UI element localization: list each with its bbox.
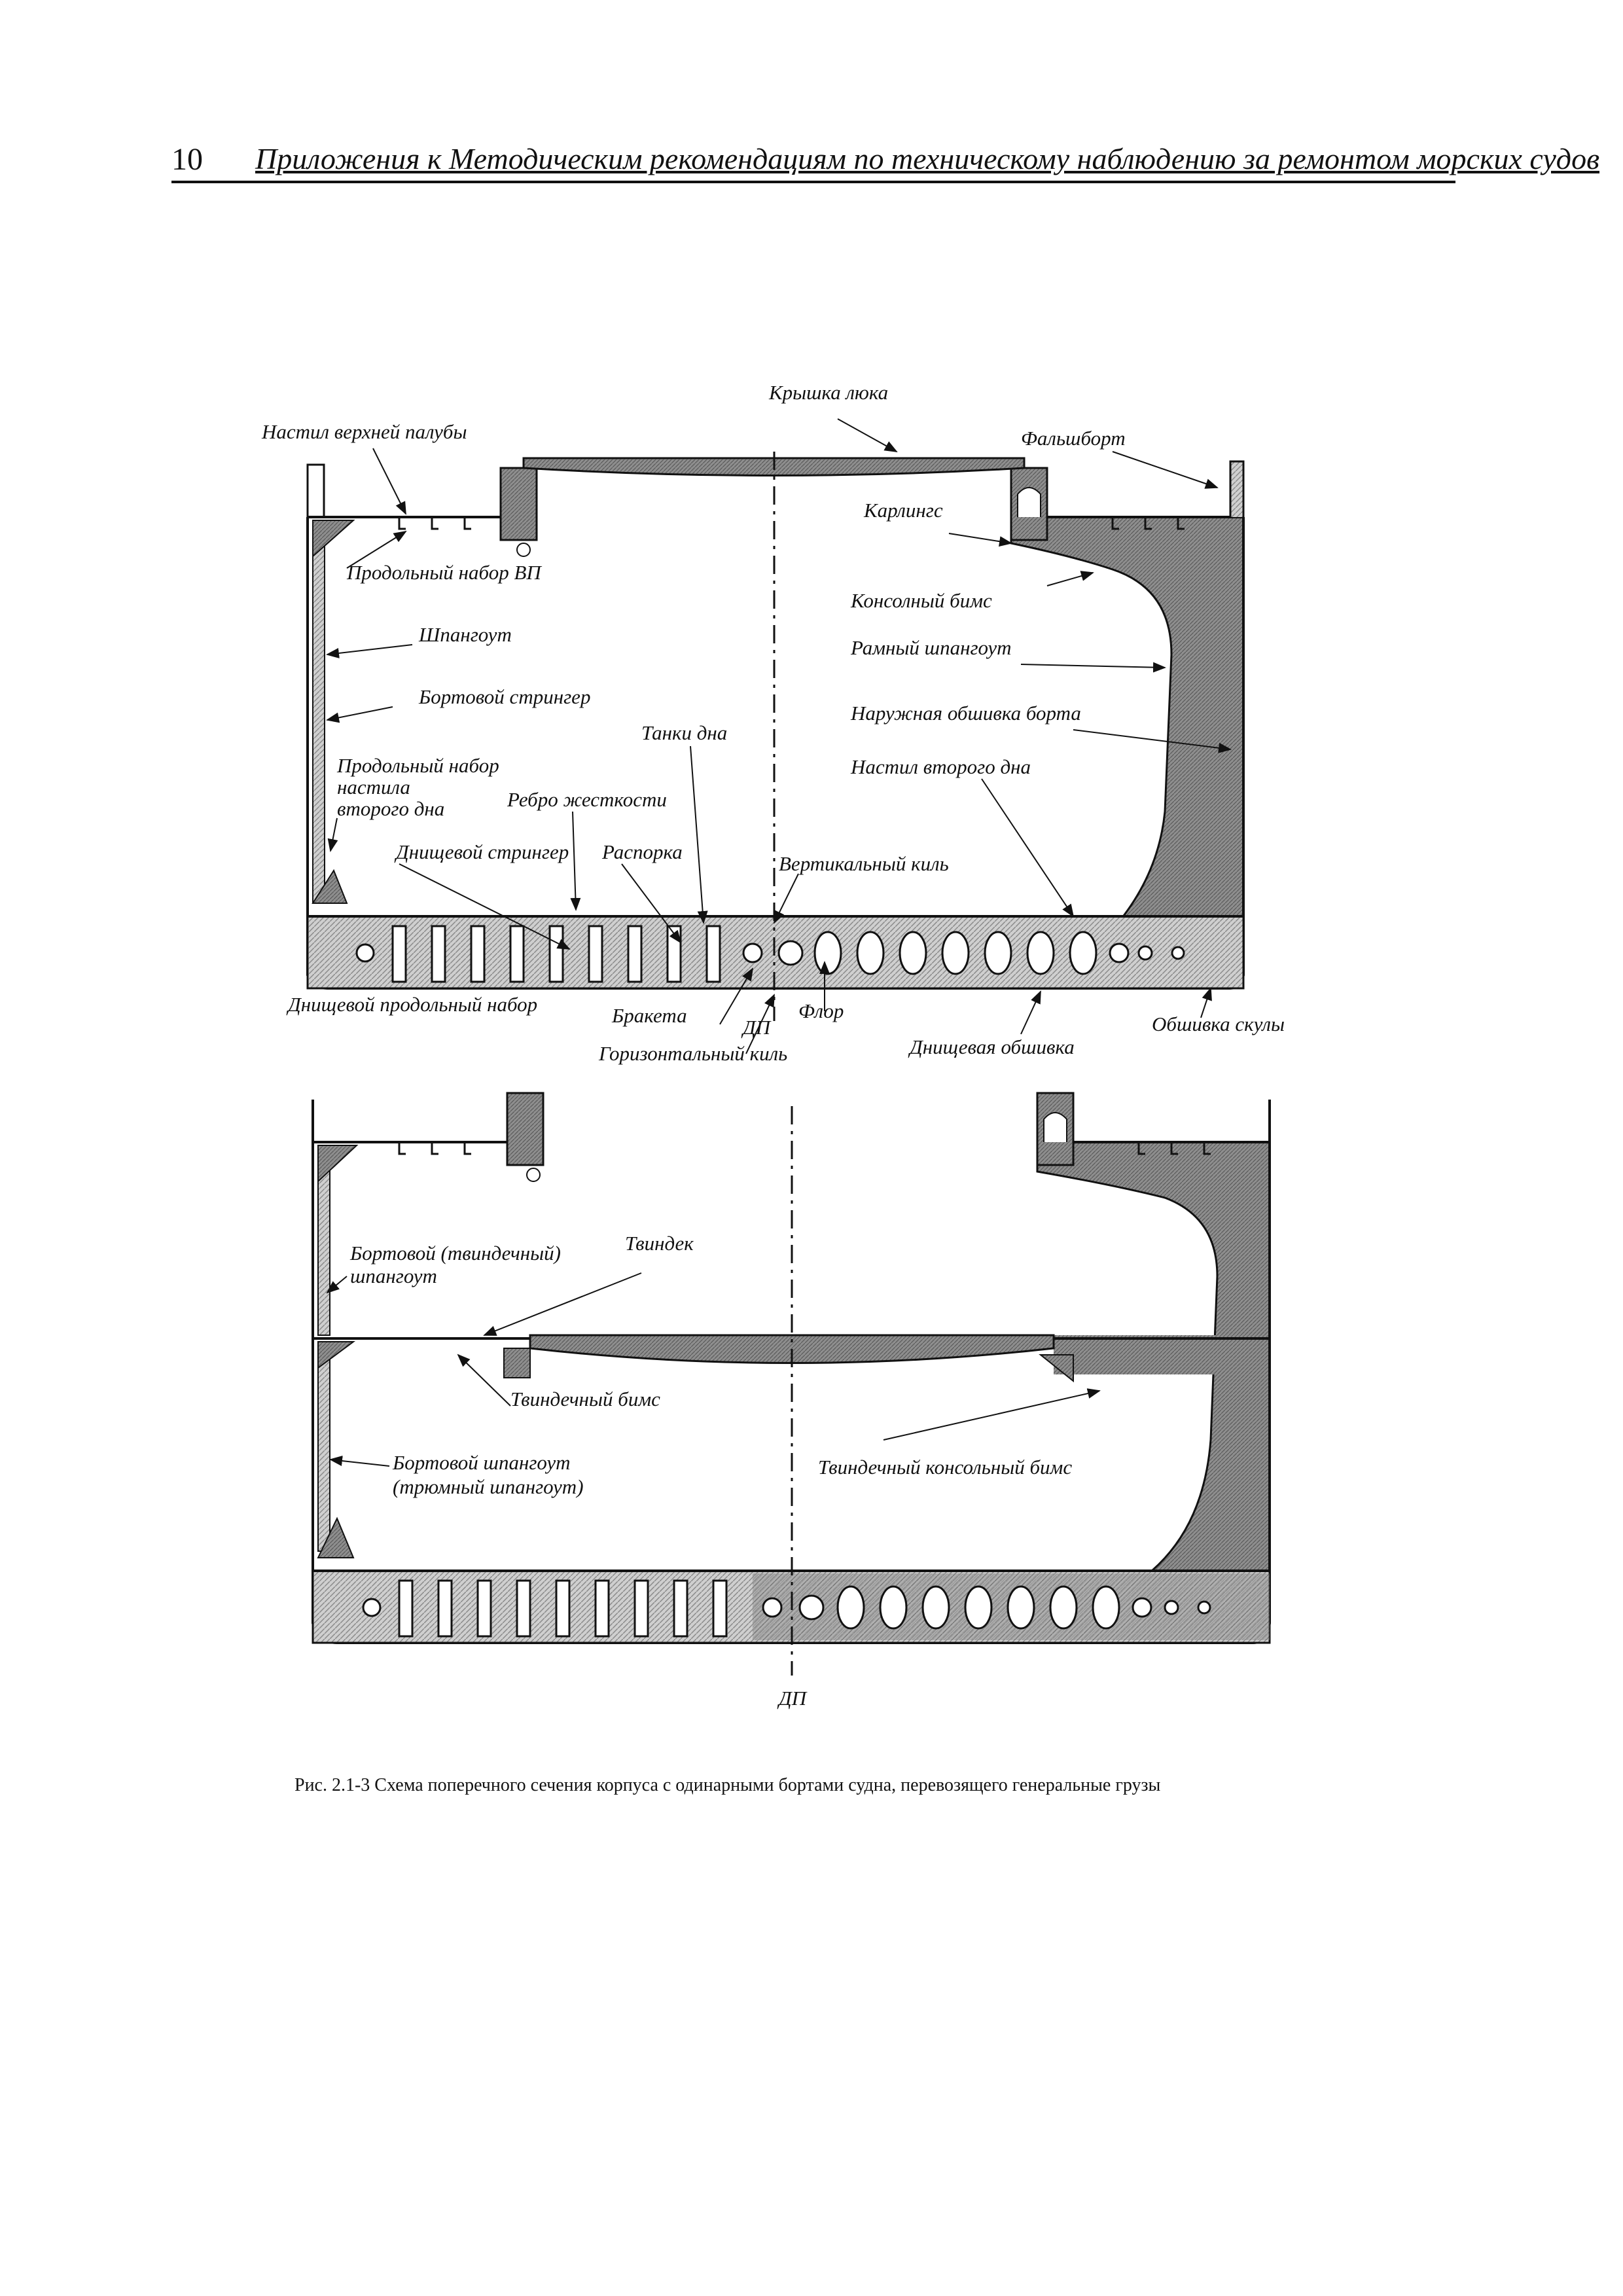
label-tweendeck-frame-2: шпангоут [350, 1265, 437, 1287]
page-number: 10 [171, 142, 203, 177]
label-bottom-tanks: Танки дна [641, 721, 727, 744]
bottom-coaming-arch-right [1043, 1112, 1067, 1142]
label-strut: Распорка [601, 840, 683, 863]
label-side-stringer: Бортовой стрингер [418, 685, 590, 708]
floor-lightening-holes [742, 931, 1185, 975]
label-tweendeck: Твиндек [625, 1232, 694, 1255]
label-cl-bottom: ДП [777, 1687, 808, 1710]
label-bottom-longitudinals: Днищевой продольный набор [286, 993, 537, 1016]
label-hatch-cover: Крышка люка [768, 381, 888, 404]
deck-bracket-left [312, 520, 355, 558]
label-cantilever-beam: Консолный бимс [850, 589, 992, 612]
tweendeck-beam-left [503, 1348, 531, 1378]
bulwark-right [1229, 460, 1245, 517]
bottom-section: Бортовой (твиндечный) шпангоут Твиндек Т… [312, 1092, 1271, 1710]
label-bottom-stringer: Днищевой стрингер [394, 840, 569, 863]
label-tweendeck-beam: Твиндечный бимс [510, 1388, 660, 1410]
hatch-coaming-left [499, 467, 538, 541]
label-cl-top: ДП [741, 1016, 772, 1039]
bottom-deck-bracket-left [317, 1145, 359, 1183]
tweendeck-beam-right [1039, 1354, 1074, 1383]
bulwark-left [306, 463, 325, 517]
label-frame: Шпангоут [418, 623, 512, 646]
top-leader-lines [326, 418, 1232, 1054]
label-upper-deck-plating: Настил верхней палубы [261, 420, 467, 443]
upper-deck-longitudinals [398, 517, 1185, 530]
label-tweendeck-cantilever: Твиндечный консольный бимс [818, 1456, 1072, 1479]
label-upper-deck-longitudinals: Продольный набор ВП [346, 561, 542, 584]
bilge-bracket-left [312, 869, 348, 904]
label-inner-bottom-long-3: второго дна [337, 797, 444, 820]
bottom-right-half-shading [1036, 1141, 1271, 1572]
label-bottom-shell: Днищевая обшивка [908, 1035, 1075, 1058]
label-hold-frame-1: Бортовой шпангоут [392, 1451, 570, 1474]
bottom-leader-lines [326, 1272, 1101, 1467]
label-web-frame: Рамный шпангоут [850, 636, 1012, 659]
bottom-longitudinals-left [391, 925, 721, 983]
bottom-lightening-hole-left [362, 1598, 382, 1617]
side-frame-left [312, 523, 325, 904]
lightening-hole-left-outer [355, 943, 375, 963]
label-inner-bottom-long-1: Продольный набор [336, 754, 499, 777]
label-coaming: Карлингс [863, 499, 943, 522]
label-inner-bottom-long-2: настила [337, 776, 410, 798]
label-horizontal-keel: Горизонтальный киль [598, 1042, 787, 1065]
running-title: Приложения к Методическим рекомендациям … [255, 142, 1600, 175]
double-bottom [306, 915, 1245, 990]
hold-frame-left [317, 1354, 330, 1552]
label-side-shell: Наружная обшивка борта [850, 702, 1081, 725]
bottom-bilge-bracket-left [317, 1516, 355, 1558]
label-bracket: Бракета [611, 1004, 687, 1027]
label-vertical-keel: Вертикальный киль [779, 852, 949, 875]
top-right-half-shading [1010, 516, 1245, 931]
label-hold-frame-2: (трюмный шпангоут) [393, 1475, 584, 1498]
bottom-coaming-left [506, 1092, 544, 1166]
label-tweendeck-frame-1: Бортовой (твиндечный) [349, 1242, 561, 1265]
bottom-coaming-hole-left [526, 1168, 541, 1182]
coaming-hole-left [516, 543, 531, 557]
top-section: Крышка люка Настил верхней палубы Фальшб… [261, 381, 1285, 1065]
label-floor: Флор [798, 999, 844, 1022]
coaming-arch-right [1017, 487, 1041, 517]
label-bulwark: Фальшборт [1021, 427, 1126, 450]
label-bilge-plating: Обшивка скулы [1152, 1013, 1285, 1035]
label-inner-bottom-plating: Настил второго дна [850, 755, 1031, 778]
bottom-floor-bars-left [398, 1579, 728, 1638]
figure-caption: Рис. 2.1-3 Схема поперечного сечения кор… [294, 1775, 1161, 1795]
page-header: 10 Приложения к Методическим рекомендаци… [171, 141, 1599, 183]
tweendeck-right-band [1054, 1335, 1270, 1374]
label-stiffener: Ребро жесткости [507, 788, 667, 811]
tweendeck-bracket-left [317, 1341, 356, 1369]
bottom-deck-longitudinals [398, 1142, 1211, 1155]
bottom-floor-holes [762, 1585, 1211, 1630]
